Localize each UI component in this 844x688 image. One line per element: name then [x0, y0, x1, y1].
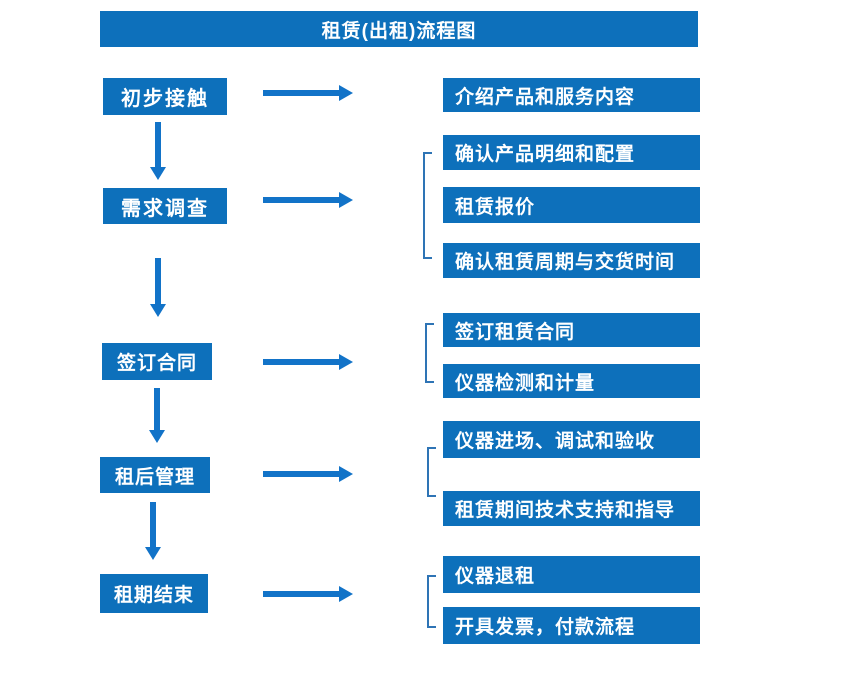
- group-bracket: [427, 575, 436, 628]
- detail-invoice-payment: 开具发票，付款流程: [443, 607, 700, 644]
- step-sign-contract: 签订合同: [102, 343, 212, 380]
- detail-instrument-testing: 仪器检测和计量: [443, 364, 700, 398]
- down-arrow-icon: [150, 122, 166, 180]
- step-post-rental-management: 租后管理: [100, 457, 210, 493]
- detail-label: 仪器退租: [455, 566, 536, 587]
- detail-introduce-products: 介绍产品和服务内容: [443, 78, 700, 112]
- step-label: 初步接触: [121, 88, 209, 110]
- detail-label: 租赁期间技术支持和指导: [455, 500, 676, 521]
- detail-label: 开具发票，付款流程: [455, 617, 636, 638]
- right-arrow-icon: [263, 466, 353, 482]
- step-label: 租后管理: [114, 466, 195, 488]
- detail-confirm-rental-period: 确认租赁周期与交货时间: [443, 243, 700, 278]
- detail-technical-support: 租赁期间技术支持和指导: [443, 491, 700, 526]
- step-label: 租期结束: [113, 585, 194, 606]
- down-arrow-icon: [150, 258, 166, 317]
- detail-label: 介绍产品和服务内容: [455, 86, 636, 108]
- detail-rental-quotation: 租赁报价: [443, 187, 700, 223]
- step-label: 需求调查: [121, 197, 209, 220]
- right-arrow-icon: [263, 586, 353, 602]
- detail-label: 仪器检测和计量: [455, 372, 596, 394]
- group-bracket: [423, 152, 432, 259]
- detail-instrument-return: 仪器退租: [443, 556, 700, 593]
- detail-instrument-entry-acceptance: 仪器进场、调试和验收: [443, 421, 700, 458]
- step-demand-survey: 需求调查: [103, 188, 227, 224]
- group-bracket: [427, 447, 436, 497]
- step-rental-end: 租期结束: [100, 574, 208, 613]
- detail-label: 签订租赁合同: [455, 321, 576, 343]
- detail-label: 确认租赁周期与交货时间: [455, 252, 676, 273]
- right-arrow-icon: [263, 192, 353, 208]
- detail-label: 仪器进场、调试和验收: [455, 431, 656, 452]
- right-arrow-icon: [263, 85, 353, 101]
- detail-confirm-product-details: 确认产品明细和配置: [443, 135, 700, 170]
- step-initial-contact: 初步接触: [103, 78, 227, 115]
- detail-label: 确认产品明细和配置: [455, 144, 636, 165]
- detail-label: 租赁报价: [455, 196, 536, 218]
- flowchart-title-label: 租赁(出租)流程图: [321, 20, 477, 42]
- down-arrow-icon: [145, 502, 161, 560]
- right-arrow-icon: [263, 354, 353, 370]
- detail-sign-rental-contract: 签订租赁合同: [443, 313, 700, 347]
- flowchart-title: 租赁(出租)流程图: [100, 11, 698, 47]
- step-label: 签订合同: [116, 353, 197, 374]
- group-bracket: [425, 323, 434, 383]
- down-arrow-icon: [149, 388, 165, 443]
